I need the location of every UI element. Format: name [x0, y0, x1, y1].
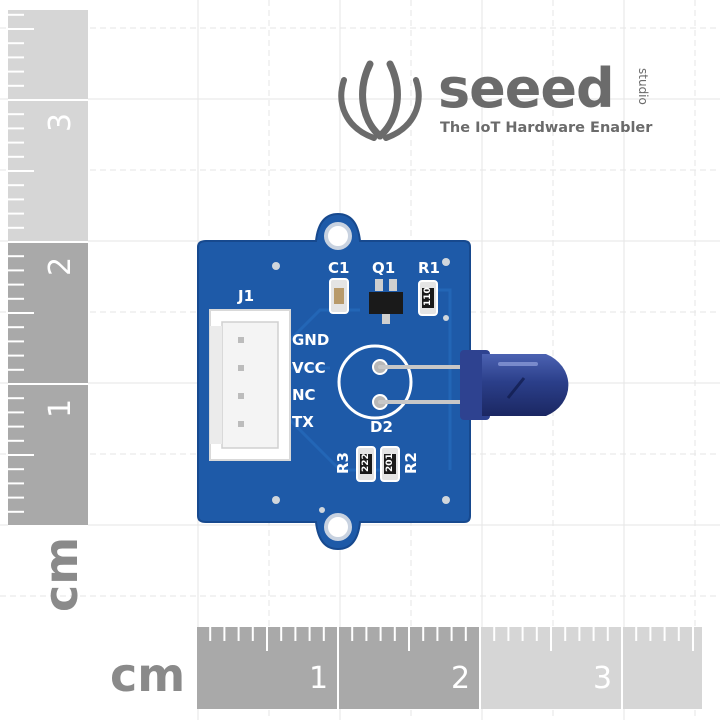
label-j1: J1: [238, 287, 255, 305]
label-q1: Q1: [372, 259, 396, 277]
ir-led: [460, 350, 569, 420]
resistor-code-r3: 222: [361, 453, 371, 472]
seeed-logo-icon: [338, 60, 422, 141]
resistor-code-r2: 201: [385, 453, 395, 472]
horizontal-ruler: [195, 627, 702, 709]
vertical-ruler: [8, 10, 88, 527]
resistor-code-r1: 110: [423, 287, 433, 306]
horizontal-ruler-number-3: 3: [593, 661, 613, 696]
pin-label-gnd: GND: [292, 331, 330, 349]
horizontal-ruler-number-2: 2: [451, 661, 471, 696]
label-c1: C1: [328, 259, 350, 277]
brand-name: seeed: [438, 57, 615, 120]
label-r1: R1: [418, 259, 440, 277]
pin-label-vcc: VCC: [292, 359, 326, 377]
pin-label-tx: TX: [292, 413, 314, 431]
label-r3: R3: [334, 452, 352, 474]
brand-tagline: The IoT Hardware Enabler: [440, 120, 653, 136]
horizontal-ruler-number-1: 1: [309, 661, 329, 696]
label-r2: R2: [402, 452, 420, 474]
pin-label-nc: NC: [292, 386, 316, 404]
horizontal-ruler-unit: cm: [110, 648, 186, 702]
label-d2: D2: [370, 418, 393, 436]
